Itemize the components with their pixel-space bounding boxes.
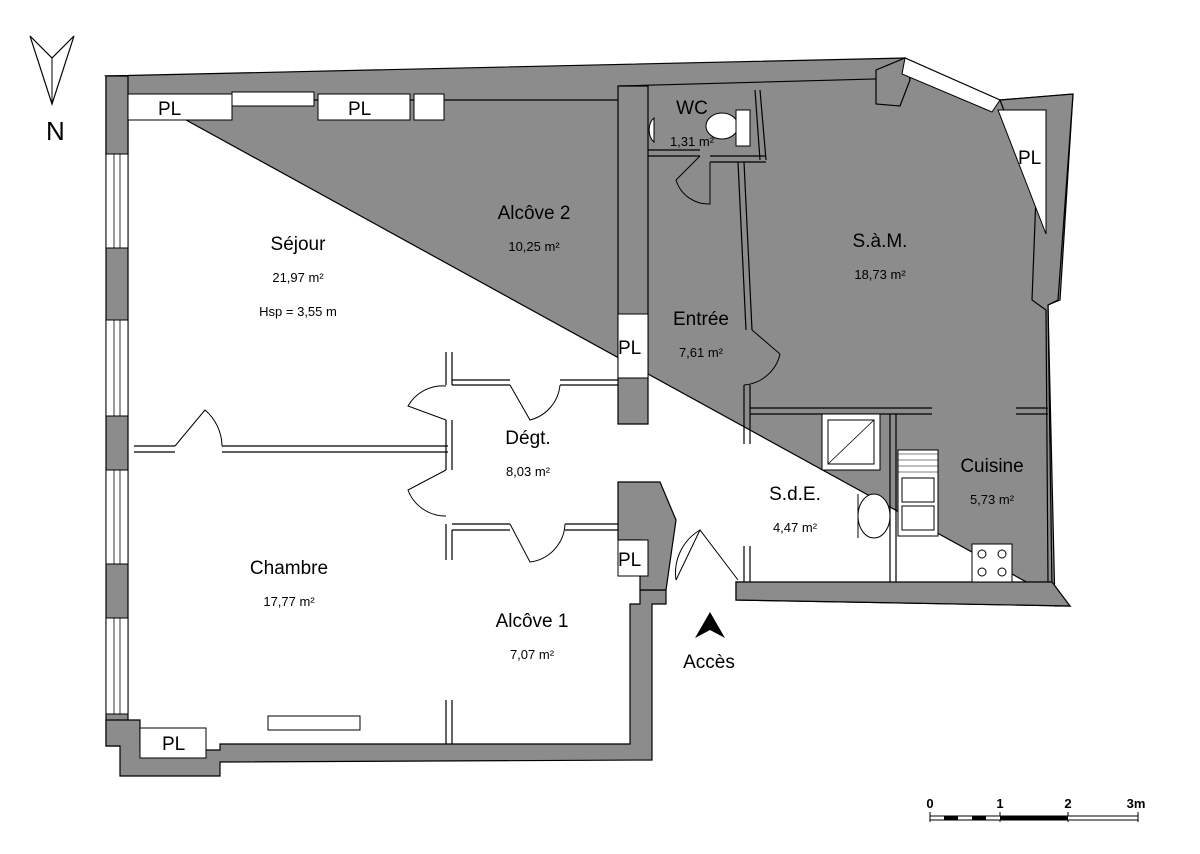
room-height-sejour: Hsp = 3,55 m bbox=[259, 304, 337, 319]
room-name-sejour: Séjour bbox=[271, 234, 327, 255]
closet-label: PL bbox=[348, 99, 371, 120]
scale-tick-label: 0 bbox=[926, 796, 933, 811]
closet-label: PL bbox=[162, 734, 185, 755]
room-area-degt: 8,03 m² bbox=[506, 464, 551, 479]
closet-label: PL bbox=[618, 338, 641, 359]
access-marker: Accès bbox=[683, 612, 735, 673]
room-name-cuisine: Cuisine bbox=[960, 456, 1023, 477]
closets: PL PL PL PL PL PL bbox=[127, 93, 1047, 759]
scale-tick-label: 1 bbox=[996, 796, 1003, 811]
room-area-alcove2: 10,25 m² bbox=[508, 239, 560, 254]
room-area-alcove1: 7,07 m² bbox=[510, 647, 555, 662]
room-area-sde: 4,47 m² bbox=[773, 520, 818, 535]
room-area-sejour: 21,97 m² bbox=[272, 270, 324, 285]
exterior-walls bbox=[103, 57, 1074, 777]
room-name-alcove2: Alcôve 2 bbox=[498, 203, 571, 224]
scale-tick-label: 3m bbox=[1127, 796, 1146, 811]
room-area-chambre: 17,77 m² bbox=[263, 594, 315, 609]
north-compass: N bbox=[29, 35, 75, 146]
access-label: Accès bbox=[683, 652, 735, 673]
room-area-sam: 18,73 m² bbox=[854, 267, 906, 282]
closet-label: PL bbox=[618, 550, 641, 571]
room-area-entree: 7,61 m² bbox=[679, 345, 724, 360]
closet-label: PL bbox=[158, 99, 181, 120]
room-area-wc: 1,31 m² bbox=[670, 134, 715, 149]
room-name-degt: Dégt. bbox=[505, 428, 550, 449]
room-name-wc: WC bbox=[676, 98, 708, 119]
room-name-sam: S.à.M. bbox=[853, 231, 908, 252]
scale-bar: 0 1 2 3m bbox=[926, 796, 1145, 822]
fixtures bbox=[648, 109, 1013, 583]
doors bbox=[174, 155, 781, 581]
room-area-cuisine: 5,73 m² bbox=[970, 492, 1015, 507]
windows bbox=[105, 57, 1001, 731]
room-labels: Séjour 21,97 m² Hsp = 3,55 m Alcôve 2 10… bbox=[250, 98, 1024, 662]
room-name-entree: Entrée bbox=[673, 309, 729, 330]
room-name-chambre: Chambre bbox=[250, 558, 328, 579]
room-name-alcove1: Alcôve 1 bbox=[496, 611, 569, 632]
north-label: N bbox=[46, 116, 65, 146]
room-name-sde: S.d.E. bbox=[769, 484, 821, 505]
access-arrow-icon bbox=[695, 612, 725, 638]
closet-label: PL bbox=[1018, 148, 1041, 169]
scale-tick-label: 2 bbox=[1064, 796, 1071, 811]
